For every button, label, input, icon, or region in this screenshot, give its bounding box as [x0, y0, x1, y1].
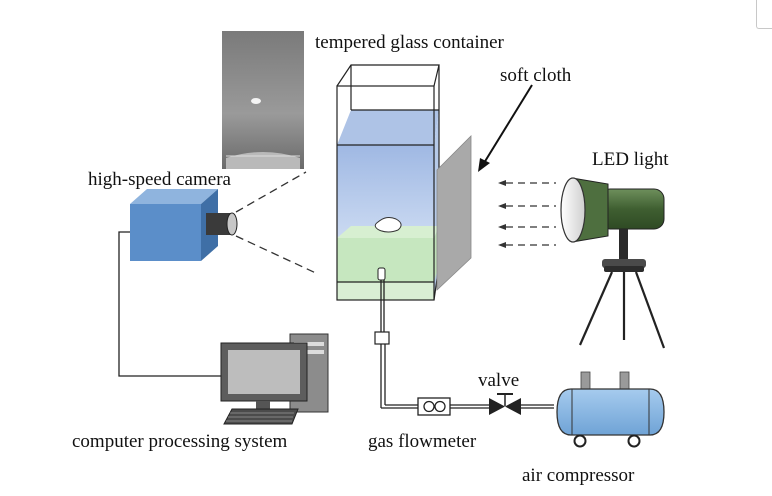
led-light-label: LED light	[592, 149, 669, 170]
soft-cloth-label: soft cloth	[500, 65, 572, 86]
air-compressor	[556, 371, 665, 448]
high-speed-photo	[222, 31, 304, 169]
pipe-connector	[374, 331, 390, 345]
computer	[220, 333, 329, 425]
compressor-label: air compressor	[522, 465, 635, 486]
light-rays	[498, 180, 556, 248]
computer-label: computer processing system	[72, 431, 288, 452]
valve	[489, 393, 521, 415]
flowmeter-label: gas flowmeter	[368, 431, 477, 452]
camera-cable	[118, 231, 224, 377]
gas-pipeline	[380, 280, 554, 409]
corner-frame-mark	[756, 0, 772, 29]
tempered-glass-container	[336, 64, 440, 301]
high-speed-camera	[130, 171, 319, 275]
gas-flowmeter	[417, 397, 451, 416]
led-light	[560, 177, 666, 349]
soft-cloth	[436, 84, 533, 291]
camera-label: high-speed camera	[88, 169, 231, 190]
valve-label: valve	[478, 370, 520, 391]
container-label: tempered glass container	[315, 32, 504, 53]
